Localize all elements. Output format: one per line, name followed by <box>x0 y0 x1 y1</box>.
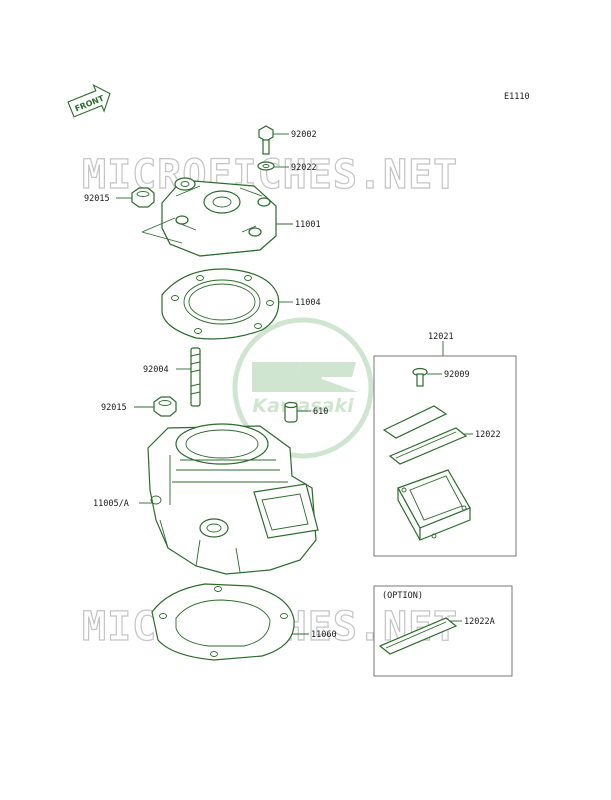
reed-stopper <box>382 405 448 439</box>
page-code: E1110 <box>504 92 530 102</box>
label-11060: 11060 <box>311 630 337 640</box>
label-11004: 11004 <box>295 298 321 308</box>
bolt-92002 <box>258 125 289 155</box>
reed-12022a <box>378 617 462 655</box>
label-12021: 12021 <box>428 332 454 342</box>
label-11001: 11001 <box>295 220 321 230</box>
nut-92015-top <box>116 187 155 208</box>
reed-valve-group-box <box>373 355 517 557</box>
stud-92004 <box>176 347 201 407</box>
dowel-pin-610 <box>284 401 311 423</box>
option-box-title: (OPTION) <box>382 591 423 601</box>
screw-92009 <box>412 367 442 387</box>
label-92004: 92004 <box>143 365 169 375</box>
label-11005a: 11005/A <box>93 499 129 509</box>
head-gasket-11004 <box>161 268 293 340</box>
option-box <box>373 585 513 677</box>
label-12022a: 12022A <box>464 617 495 627</box>
kawasaki-logo: Kawasaki <box>232 317 374 459</box>
label-610: 610 <box>313 407 328 417</box>
reed-12022 <box>388 427 473 465</box>
reed-valve-block <box>397 469 471 541</box>
label-92015-mid: 92015 <box>101 403 127 413</box>
front-arrow-icon: FRONT <box>67 84 111 118</box>
nut-92015-mid <box>134 396 177 417</box>
label-92002: 92002 <box>291 130 317 140</box>
washer-92022 <box>257 161 289 171</box>
kawasaki-brand-text: Kawasaki <box>252 395 354 417</box>
cylinder-11005a <box>139 423 319 575</box>
base-gasket-11060 <box>151 583 309 661</box>
label-92009: 92009 <box>444 370 470 380</box>
label-92015-top: 92015 <box>84 194 110 204</box>
label-92022: 92022 <box>291 163 317 173</box>
label-12022: 12022 <box>475 430 501 440</box>
cylinder-head-11001 <box>141 177 293 257</box>
